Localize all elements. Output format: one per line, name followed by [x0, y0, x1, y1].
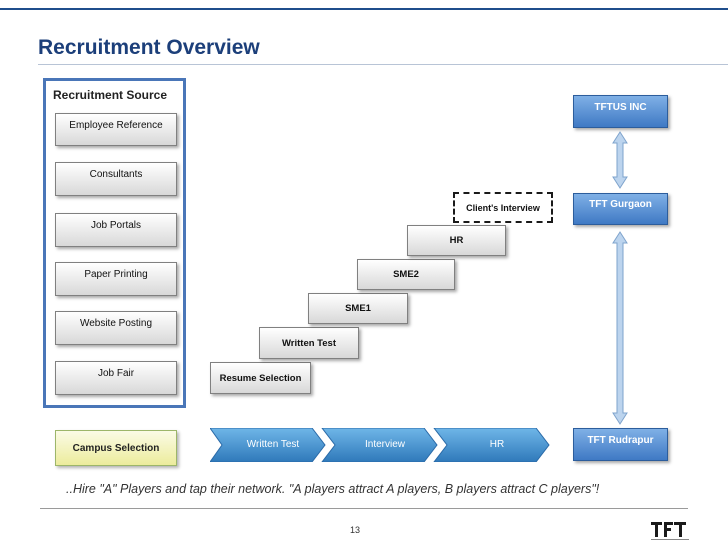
step-resume-selection: Resume Selection: [210, 362, 311, 394]
location-tft-gurgaon: TFT Gurgaon: [573, 193, 668, 225]
source-job-fair: Job Fair: [55, 361, 177, 395]
source-website-posting: Website Posting: [55, 311, 177, 345]
step-sme2: SME2: [357, 259, 455, 290]
double-arrow-icon: [612, 231, 628, 425]
quote-text: ..Hire "A" Players and tap their network…: [66, 482, 600, 496]
location-tftus-inc: TFTUS INC: [573, 95, 668, 128]
campus-step-written-test: Written Test: [246, 439, 300, 450]
source-job-portals: Job Portals: [55, 213, 177, 247]
step-written-test: Written Test: [259, 327, 359, 359]
campus-selection-box: Campus Selection: [55, 430, 177, 466]
recruitment-source-title: Recruitment Source: [53, 88, 168, 102]
source-paper-printing: Paper Printing: [55, 262, 177, 296]
step-hr: HR: [407, 225, 506, 256]
campus-step-interview: Interview: [364, 439, 405, 450]
source-consultants: Consultants: [55, 162, 177, 196]
tft-logo-icon: [651, 522, 689, 540]
chevron-arrow-graphic: [210, 428, 550, 462]
client-interview-box: Client's Interview: [453, 192, 553, 223]
double-arrow-icon: [612, 131, 628, 189]
campus-step-hr: HR: [489, 439, 505, 450]
location-tft-rudrapur: TFT Rudrapur: [573, 428, 668, 461]
page-number: 13: [350, 525, 361, 535]
footer-rule: [40, 508, 688, 509]
source-employee-reference: Employee Reference: [55, 113, 177, 146]
step-sme1: SME1: [308, 293, 408, 324]
campus-flow-arrow: Written Test Interview HR: [210, 428, 550, 462]
slide-title: Recruitment Overview: [38, 36, 260, 59]
title-rule: [38, 64, 728, 65]
top-rule: [0, 8, 728, 10]
